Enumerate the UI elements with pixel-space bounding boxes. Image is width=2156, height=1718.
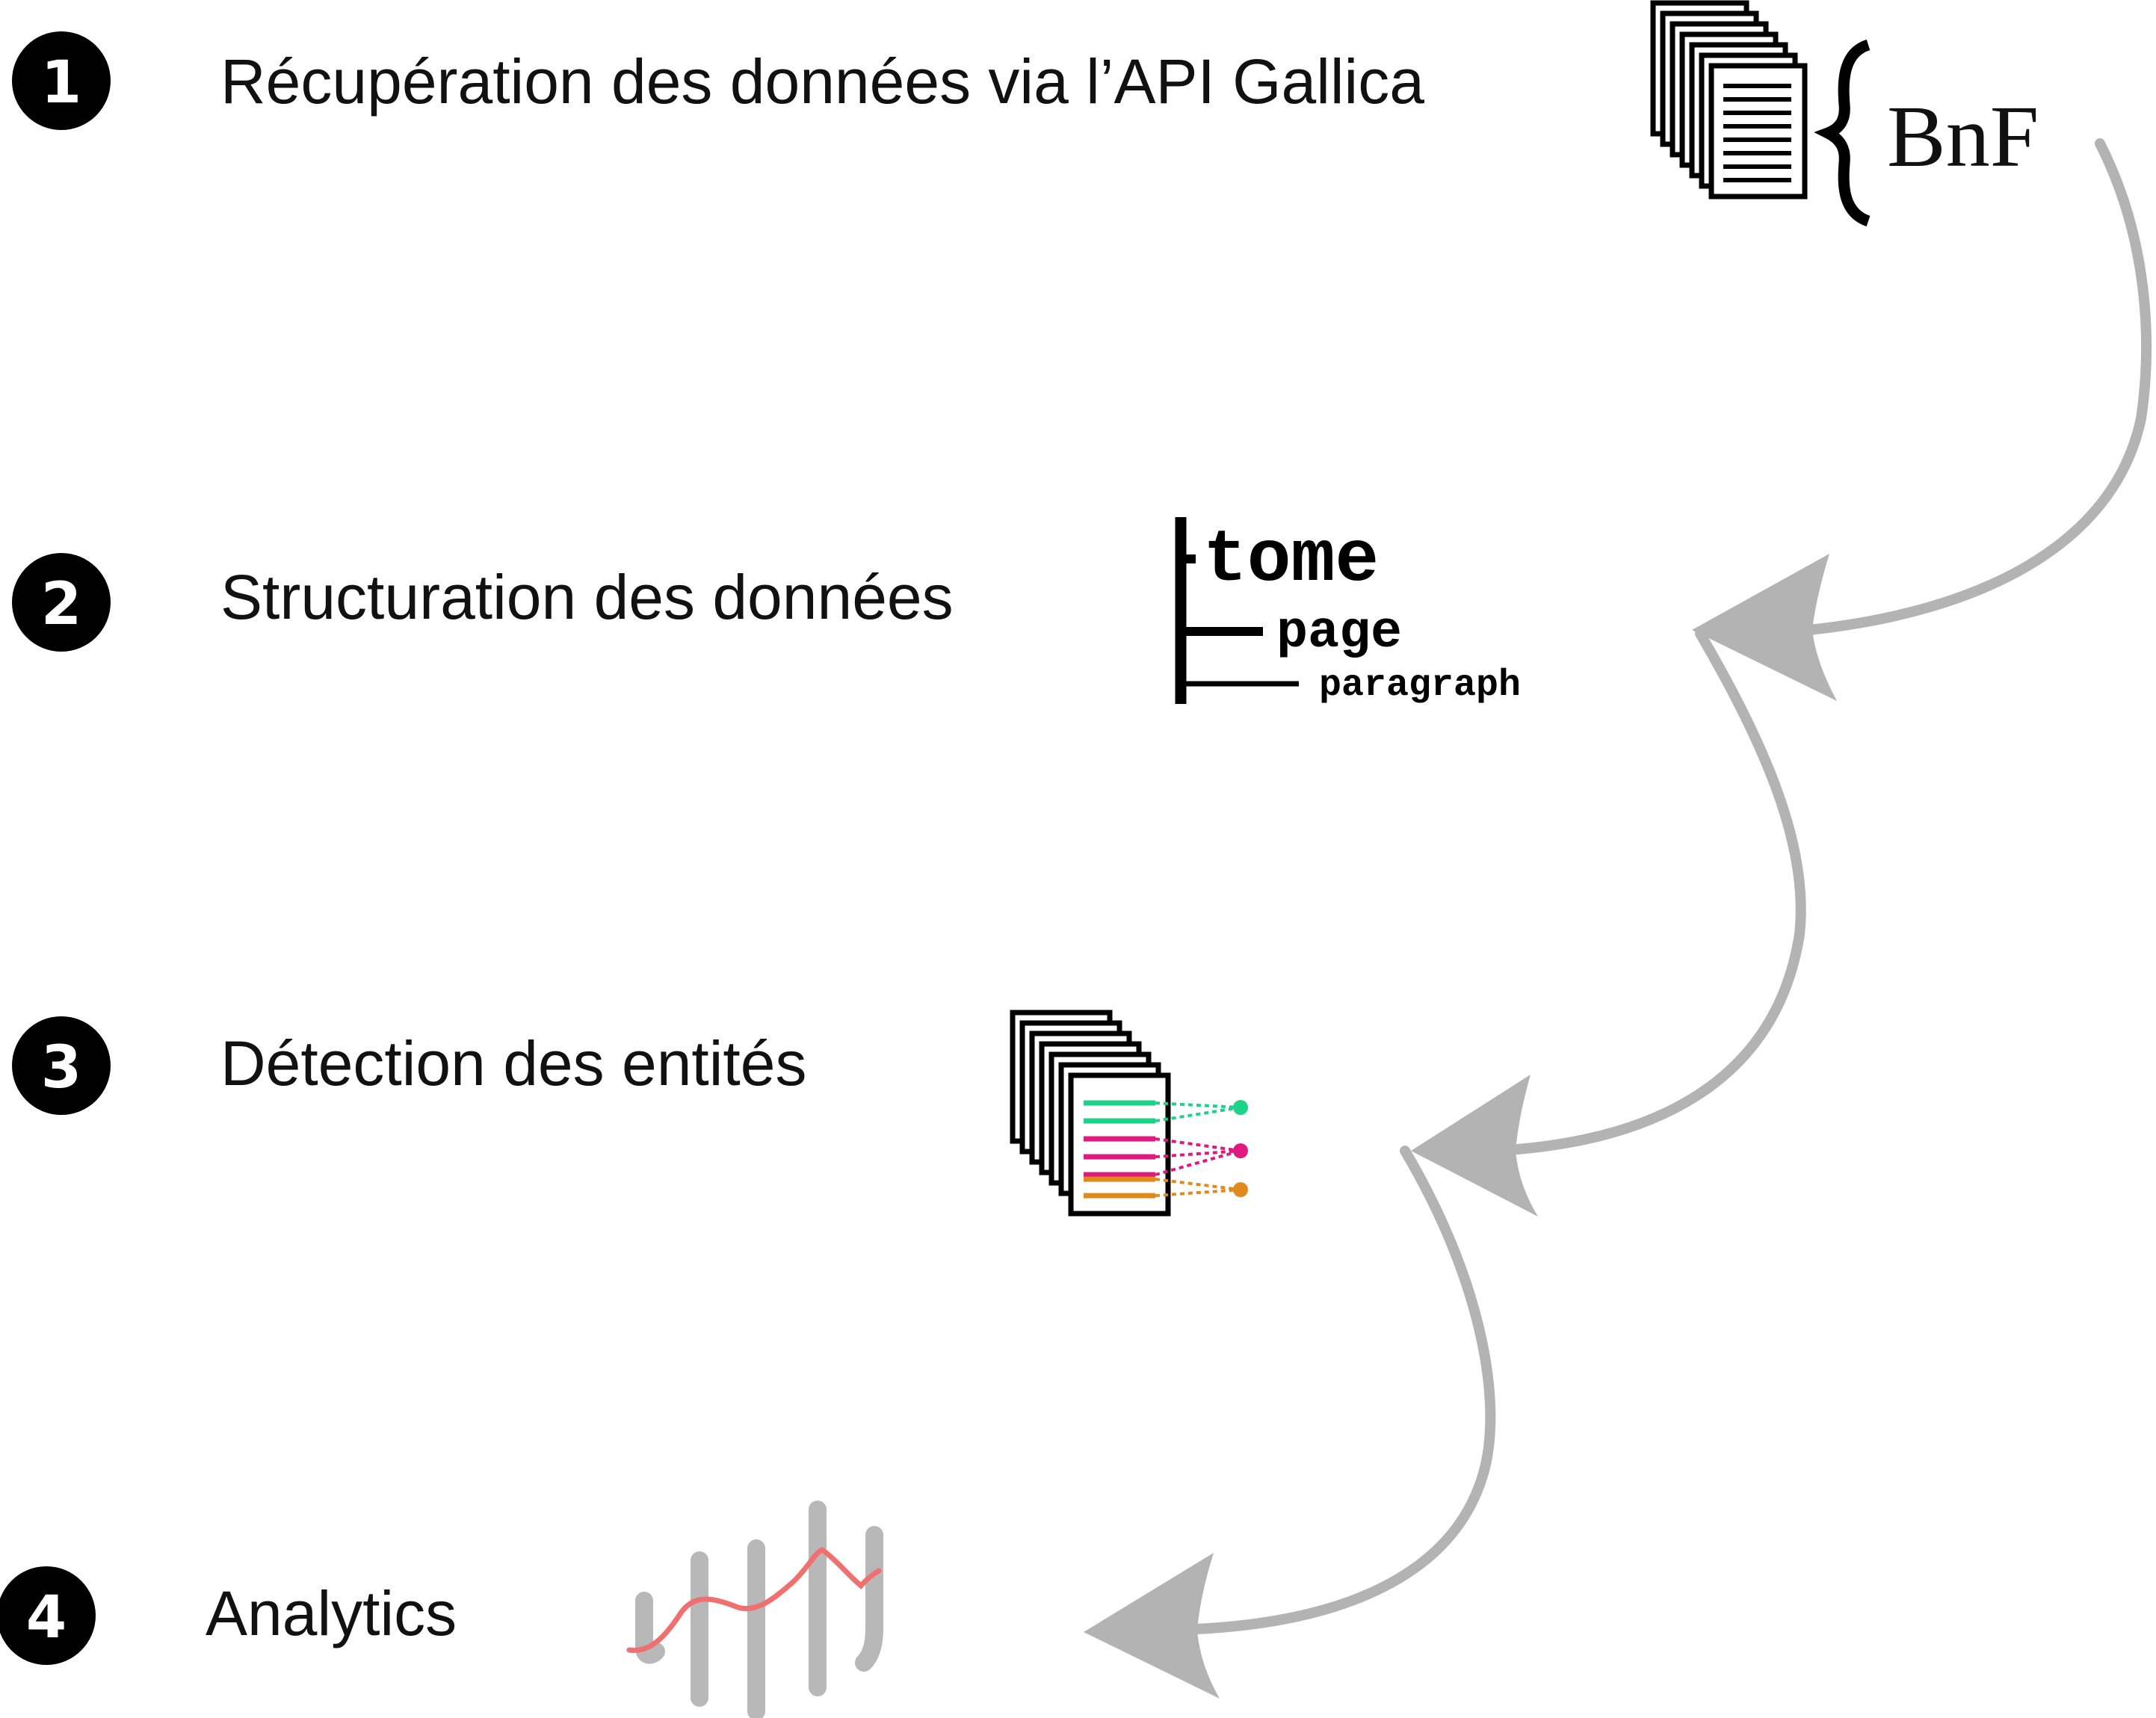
document-stack-icon xyxy=(1650,0,1808,200)
flow-arrow-icon xyxy=(1190,1146,1496,1634)
hierarchy-level1: tome xyxy=(1203,519,1379,602)
analytics-chart-icon xyxy=(626,1501,883,1718)
bnf-logo: BnF xyxy=(1814,39,2039,227)
document-lines xyxy=(1723,84,1791,182)
step-2-number: 2 xyxy=(41,571,81,638)
step-3: 3 Détection des entités xyxy=(12,1016,806,1115)
entity-links xyxy=(1155,1101,1241,1197)
analytics-trend-line xyxy=(626,1547,882,1653)
step-4: 4 Analytics xyxy=(0,1566,457,1665)
entity-lines-pink xyxy=(1084,1136,1155,1178)
step-2: 2 Structuration des données xyxy=(12,553,954,652)
analytics-bars xyxy=(635,1501,883,1718)
step-1-label: Récupération des données via l’API Galli… xyxy=(220,46,1424,117)
arrowhead-icon xyxy=(1692,554,1837,701)
entity-document-stack xyxy=(1010,1010,1171,1217)
hierarchy-level3: paragraph xyxy=(1319,664,1521,707)
step-4-number: 4 xyxy=(26,1584,67,1651)
arrowhead-icon xyxy=(1411,1075,1538,1217)
entity-detection-icon xyxy=(1010,1010,1248,1217)
flow-arrow-icon xyxy=(1803,138,2152,635)
number-badge-icon xyxy=(0,1566,96,1665)
step-1: 1 Récupération des données via l’API Gal… xyxy=(12,31,1424,130)
entity-lines-orange xyxy=(1084,1176,1155,1199)
number-badge-icon xyxy=(12,553,111,652)
entity-node-green xyxy=(1233,1100,1248,1115)
hierarchy-level2: page xyxy=(1276,604,1402,663)
entity-node-pink xyxy=(1233,1143,1248,1158)
number-badge-icon xyxy=(12,1016,111,1115)
step-4-label: Analytics xyxy=(206,1578,457,1649)
arrowhead-icon xyxy=(1084,1553,1220,1699)
flow-arrows xyxy=(1084,138,2152,1699)
hierarchy-tree-icon: tome page paragraph xyxy=(1175,517,1521,707)
flow-arrow-icon xyxy=(1512,628,1806,1155)
entity-node-orange xyxy=(1233,1182,1248,1197)
step-3-number: 3 xyxy=(41,1034,81,1101)
step-2-label: Structuration des données xyxy=(220,562,954,632)
number-badge-icon xyxy=(12,31,111,130)
step-3-label: Détection des entités xyxy=(220,1028,806,1099)
bnf-brace xyxy=(1814,39,1871,227)
bnf-logo-text: BnF xyxy=(1887,87,2039,185)
step-1-number: 1 xyxy=(41,49,81,117)
entity-lines-green xyxy=(1084,1100,1155,1124)
